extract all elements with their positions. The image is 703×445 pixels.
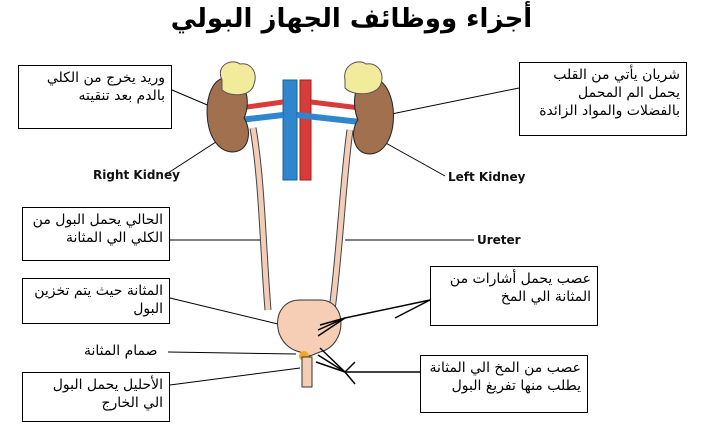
ureter-description-box: الحالي يحمل البول من الكلي الي المثانة	[22, 207, 170, 261]
vena-cava	[282, 79, 298, 181]
leader-left-kidney	[383, 141, 446, 177]
nerve-from-brain	[317, 354, 420, 373]
leader-sphincter	[167, 351, 297, 355]
leader-urethra	[169, 367, 301, 386]
nerves	[315, 299, 431, 385]
nerve-from-brain-box: عصب من المخ الي المثانة يطلب منها تفريغ …	[420, 355, 588, 413]
left-kidney	[353, 77, 394, 155]
aorta	[299, 79, 312, 181]
bladder-description-box: المثانة حيث يتم تخزين البول	[22, 278, 170, 324]
ureter-label: Ureter	[477, 233, 521, 247]
renal-vessels	[239, 99, 361, 125]
leader-right-kidney	[164, 137, 223, 176]
page-title: أجزاء ووظائف الجهاز البولي	[170, 4, 533, 34]
vein-description-box: وريد يخرج من الكلي بالدم بعد تنقيته	[18, 65, 172, 129]
right-kidney-label: Right Kidney	[93, 168, 180, 182]
left-kidney-label: Left Kidney	[448, 170, 526, 184]
urethra	[301, 356, 313, 388]
right-kidney	[206, 77, 249, 153]
artery-description-box: شريان يأتي من القلب يحمل الم المحمل بالف…	[519, 62, 687, 136]
leader-bladder	[169, 297, 283, 326]
sphincter-label: صمام المثانة	[84, 343, 158, 359]
urethra-description-box: الأحليل يحمل البول الي الخارج	[22, 372, 170, 422]
ureters	[249, 127, 354, 311]
nerve-to-brain-box: عصب يحمل أشارات من المثانة الي المخ	[430, 266, 598, 326]
right-adrenal-gland	[219, 61, 256, 96]
bladder	[277, 299, 342, 357]
left-adrenal-gland	[344, 61, 383, 95]
